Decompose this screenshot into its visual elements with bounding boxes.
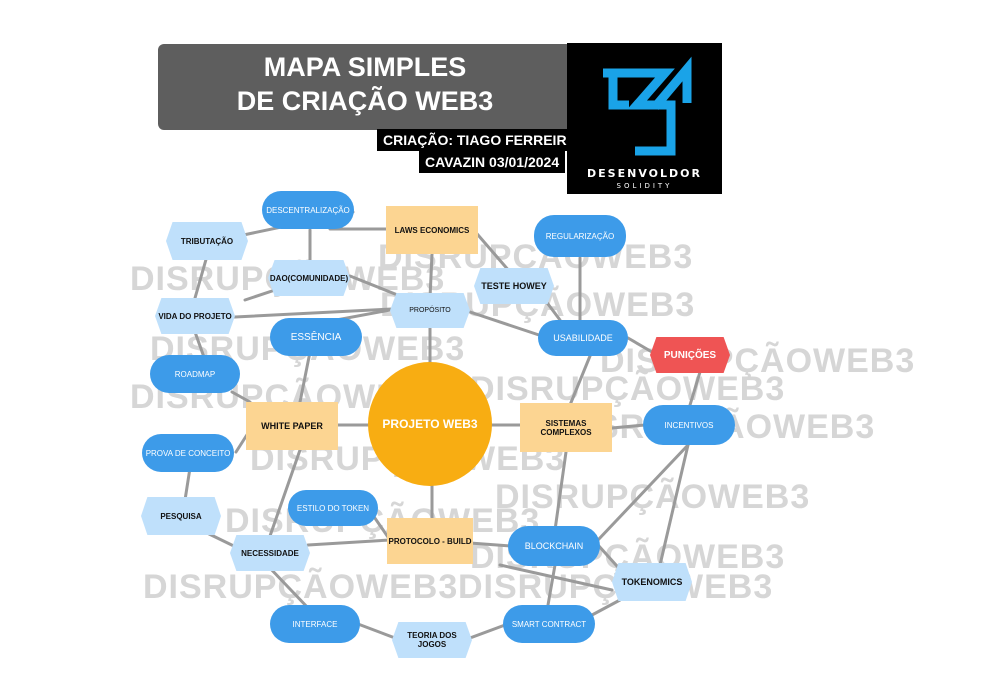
node-punicoes: PUNIÇÕES bbox=[650, 337, 730, 373]
node-tributacao: TRIBUTAÇÃO bbox=[166, 222, 248, 260]
connector bbox=[356, 622, 397, 640]
connector bbox=[183, 466, 192, 502]
connector bbox=[688, 370, 702, 407]
node-tokenomics: TOKENOMICS bbox=[612, 563, 692, 601]
connector bbox=[610, 423, 647, 430]
node-projeto-web3: PROJETO WEB3 bbox=[368, 362, 492, 486]
connector bbox=[596, 443, 690, 542]
connector bbox=[658, 443, 690, 567]
logo-subtitle: SOLIDITY bbox=[616, 182, 673, 190]
connector bbox=[626, 336, 654, 354]
node-vida-do-projeto: VIDA DO PROJETO bbox=[155, 298, 235, 334]
node-necessidade: NECESSIDADE bbox=[230, 535, 310, 571]
node-proposito: PROPÓSITO bbox=[390, 293, 470, 328]
connector bbox=[298, 350, 312, 404]
connector bbox=[568, 354, 592, 407]
connector bbox=[546, 563, 557, 607]
connector bbox=[233, 307, 394, 319]
connector bbox=[348, 274, 407, 300]
logo: DESENVOLDOR SOLIDITY bbox=[567, 43, 722, 194]
connector bbox=[268, 448, 302, 538]
node-protocolo-build: PROTOCOLO - BUILD bbox=[387, 518, 473, 564]
connector bbox=[468, 310, 547, 339]
connector bbox=[428, 252, 434, 300]
credit-line-1: CRIAÇÃO: TIAGO FERREIRA bbox=[377, 129, 583, 151]
title-line-1: MAPA SIMPLES bbox=[263, 52, 467, 82]
connector bbox=[266, 564, 312, 612]
node-blockchain: BLOCKCHAIN bbox=[508, 526, 600, 566]
node-interface: INTERFACE bbox=[270, 605, 360, 643]
connector bbox=[470, 226, 512, 274]
logo-name: DESENVOLDOR bbox=[587, 167, 702, 180]
title-line-2: DE CRIAÇÃO WEB3 bbox=[236, 86, 494, 116]
node-teste-howey: TESTE HOWEY bbox=[474, 268, 554, 304]
connector bbox=[306, 538, 392, 547]
connector bbox=[230, 390, 252, 404]
connector bbox=[193, 254, 209, 300]
node-regularizacao: REGULARIZAÇÃO bbox=[534, 215, 626, 257]
watermark: DISRUPÇÃOWEB3 bbox=[225, 502, 541, 540]
node-estilo-do-token: ESTILO DO TOKEN bbox=[288, 490, 378, 526]
node-descentralizacao: DESCENTRALIZAÇÃO bbox=[262, 191, 354, 229]
logo-mark-icon bbox=[603, 56, 692, 156]
node-essencia: ESSÊNCIA bbox=[270, 318, 362, 356]
node-incentivos: INCENTIVOS bbox=[643, 405, 735, 445]
connector bbox=[468, 623, 507, 640]
node-sistemas-complexos: SISTEMAS COMPLEXOS bbox=[520, 403, 612, 452]
node-pesquisa: PESQUISA bbox=[141, 497, 221, 535]
title-banner: MAPA SIMPLES DE CRIAÇÃO WEB3 bbox=[158, 44, 572, 130]
node-dao: DAO(COMUNIDADE) bbox=[268, 260, 350, 296]
connector bbox=[498, 563, 614, 592]
watermark: DISRUPÇÃOWEB3 bbox=[470, 370, 786, 408]
node-usabilidade: USABILIDADE bbox=[538, 320, 628, 356]
connector bbox=[590, 598, 622, 617]
credit-line-2: CAVAZIN 03/01/2024 bbox=[419, 151, 566, 173]
connector bbox=[468, 541, 512, 548]
node-roadmap: ROADMAP bbox=[150, 355, 240, 393]
node-white-paper: WHITE PAPER bbox=[246, 402, 338, 450]
connector bbox=[553, 450, 568, 532]
node-laws-economics: LAWS ECONOMICS bbox=[386, 206, 478, 254]
node-teoria-dos-jogos: TEORIA DOS JOGOS bbox=[392, 622, 472, 658]
node-smart-contract: SMART CONTRACT bbox=[503, 605, 595, 643]
node-prova-de-conceito: PROVA DE CONCEITO bbox=[142, 434, 234, 472]
